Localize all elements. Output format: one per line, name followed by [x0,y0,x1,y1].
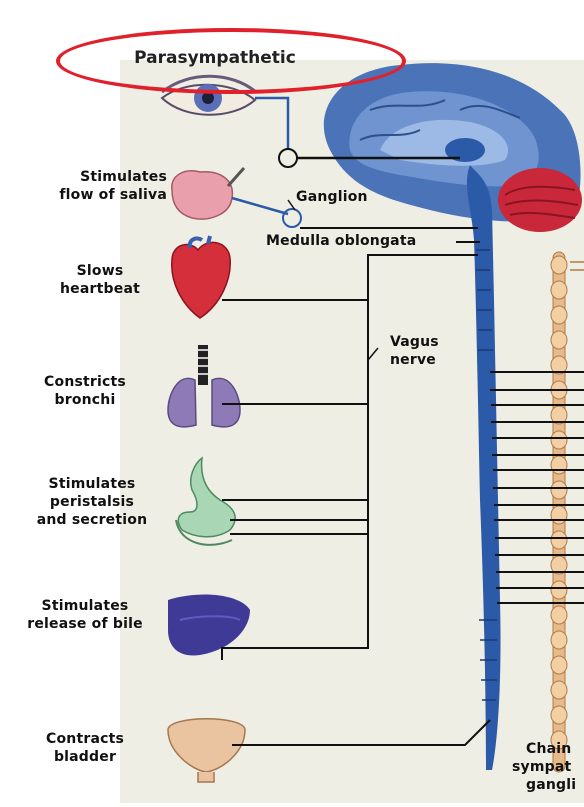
bile-label-line-1: Stimulates [10,597,160,615]
digestion-label-line-2: peristalsis [18,493,166,511]
ganglion-label: Ganglion [296,188,368,206]
chain-label-line-3: gangli [512,776,576,794]
heart-label-line-1: Slows [60,262,140,280]
medulla-label: Medulla oblongata [266,232,416,250]
bronchi-label: Constricts bronchi [30,373,140,409]
bladder-label-line-2: bladder [30,748,140,766]
digestion-label-line-3: and secretion [18,511,166,529]
digestion-label-line-1: Stimulates [18,475,166,493]
diagram-title: Parasympathetic [95,48,335,68]
bile-label: Stimulates release of bile [10,597,160,633]
saliva-label-line-1: Stimulates [22,168,167,186]
bronchi-label-line-2: bronchi [30,391,140,409]
sympathetic-chain [551,252,584,772]
bladder-label-line-1: Contracts [30,730,140,748]
heart-label-line-2: heartbeat [60,280,140,298]
bladder-label: Contracts bladder [30,730,140,766]
vagus-label: Vagus nerve [390,333,439,369]
chain-label-line-1: Chain [512,740,576,758]
chain-ganglia-label: Chain sympat gangli [512,740,576,794]
saliva-label-line-2: flow of saliva [22,186,167,204]
digestion-label: Stimulates peristalsis and secretion [18,475,166,529]
chain-label-line-2: sympat [512,758,576,776]
heart-label: Slows heartbeat [60,262,140,298]
vagus-label-line-1: Vagus [390,333,439,351]
bronchi-label-line-1: Constricts [30,373,140,391]
cerebellum-illustration [498,168,582,232]
bile-label-line-2: release of bile [10,615,160,633]
vagus-label-line-2: nerve [390,351,439,369]
saliva-label: Stimulates flow of saliva [22,168,167,204]
